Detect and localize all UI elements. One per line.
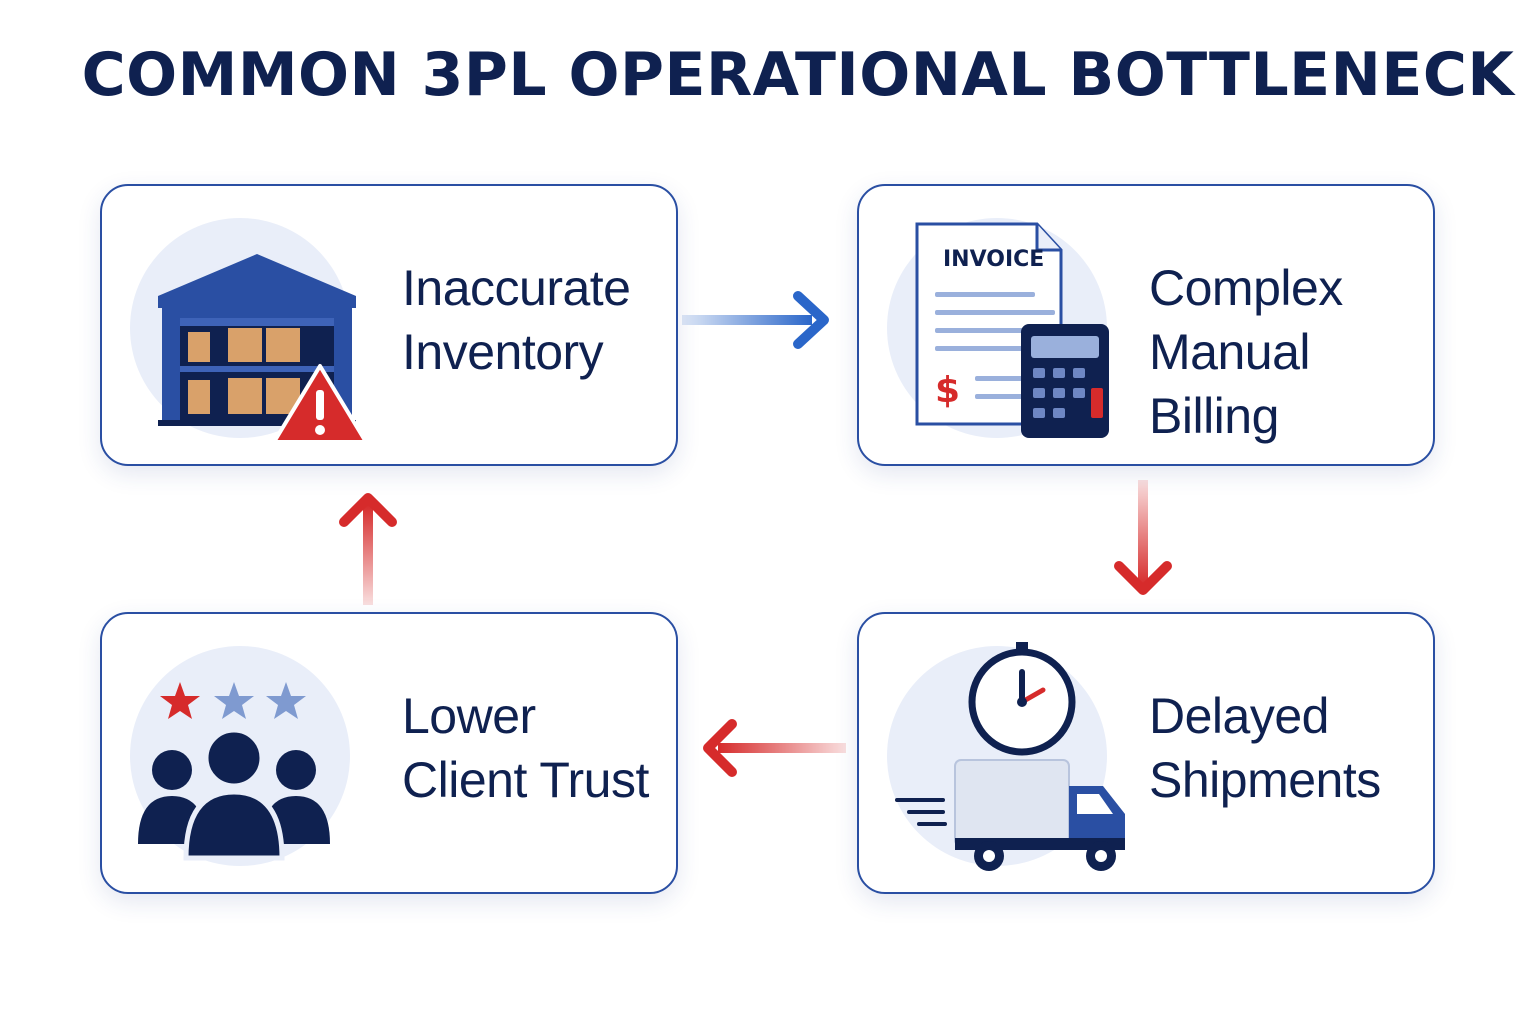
svg-text:INVOICE: INVOICE — [943, 247, 1044, 272]
rating-people-icon — [138, 682, 330, 861]
svg-text:$: $ — [935, 370, 960, 411]
page-title: COMMON 3PL OPERATIONAL BOTTLENECK — [81, 40, 1515, 110]
arrow-left — [703, 719, 846, 777]
clock-truck-icon — [895, 642, 1125, 871]
arrow-down — [1114, 480, 1172, 595]
arrow-right — [682, 291, 829, 349]
invoice-calculator-icon: INVOICE $ — [915, 222, 1109, 438]
arrow-up — [339, 493, 397, 605]
warehouse-warning-icon — [158, 254, 368, 444]
